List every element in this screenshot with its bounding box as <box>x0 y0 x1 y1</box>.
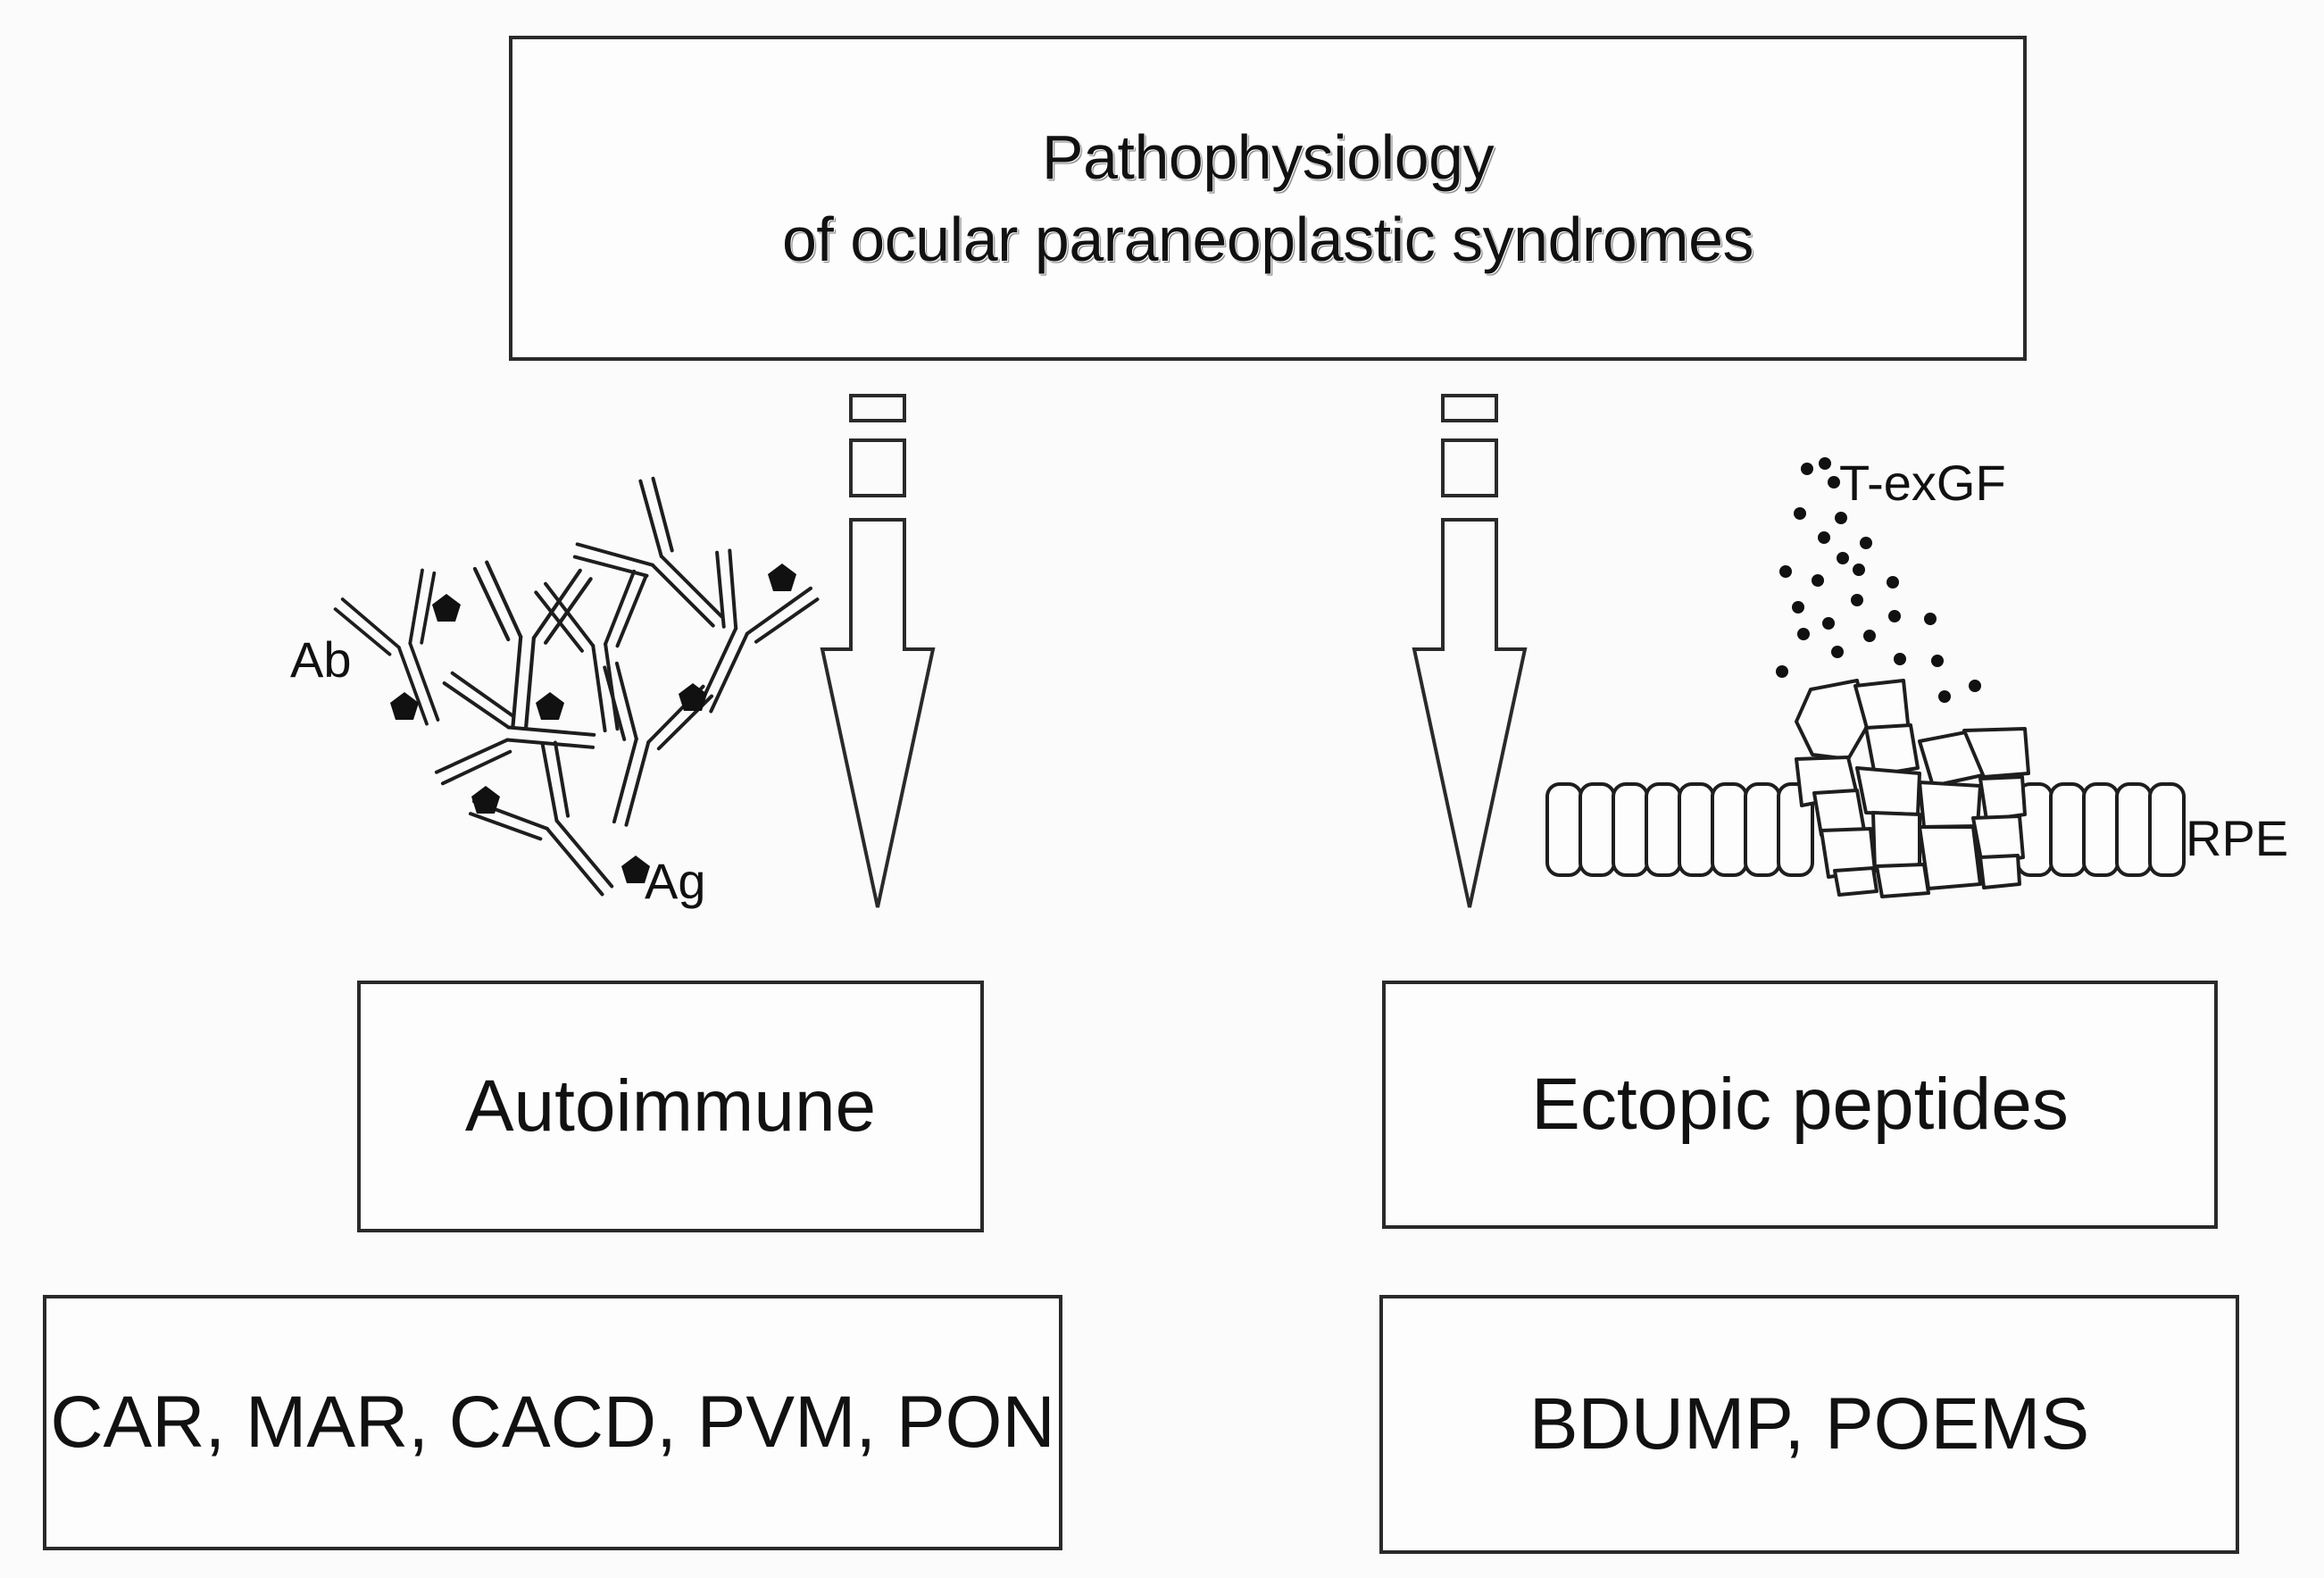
title-line-1: Pathophysiology <box>1041 122 1495 192</box>
autoimmune-diseases-box: CAR, MAR, CACD, PVM, PON <box>43 1295 1062 1550</box>
ectopic-peptides-label: Ectopic peptides <box>1531 1064 2069 1145</box>
arrow-down-right <box>1412 394 1528 908</box>
autoimmune-diseases-label: CAR, MAR, CACD, PVM, PON <box>50 1382 1055 1463</box>
title-line-2: of ocular paraneoplastic syndromes <box>781 205 1754 274</box>
ectopic-diseases-box: BDUMP, POEMS <box>1379 1295 2239 1554</box>
autoimmune-label: Autoimmune <box>464 1065 877 1147</box>
growth-factor-dots <box>1776 457 1981 703</box>
label-rpe: RPE <box>2186 810 2289 866</box>
autoimmune-box: Autoimmune <box>357 981 984 1232</box>
arrow-down-left <box>820 394 936 908</box>
ectopic-diseases-label: BDUMP, POEMS <box>1529 1383 2090 1465</box>
rpe-illustration <box>1545 679 2186 898</box>
label-antigen: Ag <box>645 853 706 909</box>
antibody-antigen-illustration <box>331 473 822 928</box>
ectopic-peptides-box: Ectopic peptides <box>1382 981 2218 1229</box>
label-antibody: Ab <box>290 631 352 688</box>
title-box: Pathophysiology of ocular paraneoplastic… <box>509 36 2027 361</box>
label-growth-factor: T-exGF <box>1839 455 2006 511</box>
